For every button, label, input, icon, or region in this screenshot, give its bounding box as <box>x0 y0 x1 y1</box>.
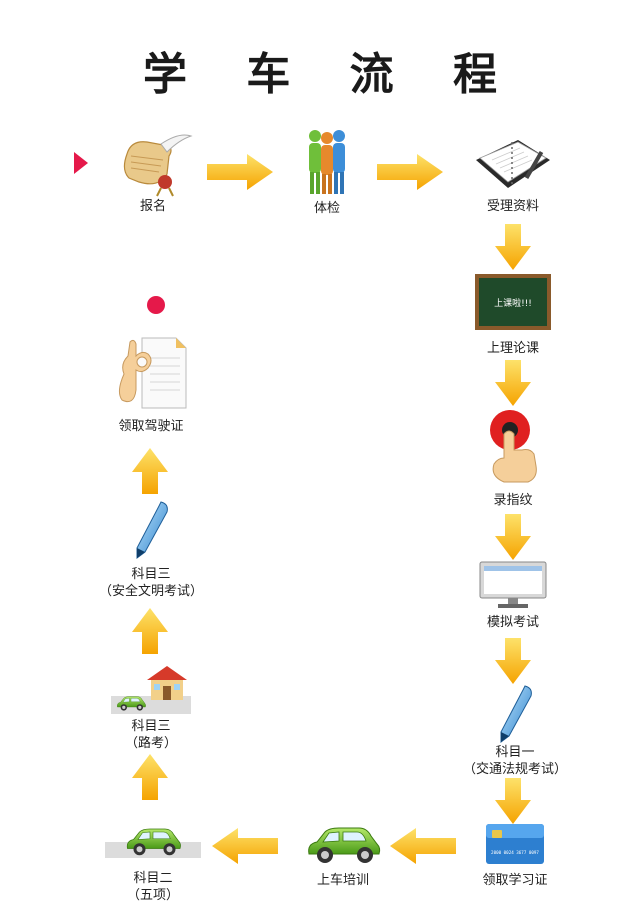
step-label-line2: （路考） <box>124 736 177 751</box>
step-mock-exam: 模拟考试 <box>448 560 578 631</box>
step-label: 报名 <box>139 199 166 214</box>
step-signup: 报名 <box>88 130 218 215</box>
car-icon <box>115 694 147 712</box>
car-icon <box>303 822 383 866</box>
step-driving-training: 上车培训 <box>278 822 408 889</box>
monitor-icon <box>479 561 547 608</box>
step-label-line2: （五项） <box>126 888 179 903</box>
step-label-line2: （交通法规考试） <box>462 762 567 777</box>
step-label: 领取学习证 <box>482 873 548 888</box>
arrow-down <box>493 512 533 562</box>
finger-press-icon <box>490 410 537 483</box>
arrow-right <box>375 152 445 192</box>
step-fingerprint: 录指纹 <box>448 408 578 509</box>
people-icon <box>309 130 345 194</box>
step-subject2: 科目二 （五项） <box>88 822 218 904</box>
blackboard-text: 上课啦!!! <box>494 297 532 309</box>
card-icon: 2000 0024 3677 0097 <box>486 824 544 864</box>
step-label: 受理资料 <box>486 199 539 214</box>
step-subject3-safety: 科目三 （安全文明考试） <box>86 500 216 600</box>
page-title: 学 车 流 程 <box>143 49 519 100</box>
step-label: 录指纹 <box>493 493 533 508</box>
step-label-line1: 科目三 <box>131 567 171 582</box>
arrow-up <box>130 446 170 496</box>
start-marker <box>74 152 88 174</box>
step-label: 上理论课 <box>486 341 539 356</box>
end-marker <box>147 296 165 314</box>
step-label: 领取驾驶证 <box>118 419 184 434</box>
step-label: 上车培训 <box>316 873 369 888</box>
ok-hand-document-icon <box>118 337 187 409</box>
arrow-down <box>493 636 533 686</box>
step-label: 体检 <box>313 201 340 216</box>
house-icon <box>147 666 187 700</box>
car-icon <box>123 824 183 858</box>
pen-icon <box>131 500 171 560</box>
arrow-down <box>493 222 533 272</box>
step-physical: 体检 <box>262 128 392 217</box>
step-accept: 受理资料 <box>448 130 578 215</box>
step-label-line1: 科目三 <box>131 719 171 734</box>
step-subject1: 科目一 （交通法规考试） <box>450 684 580 778</box>
arrow-down <box>493 776 533 826</box>
pen-icon <box>495 684 535 744</box>
step-label-line1: 科目二 <box>133 871 173 886</box>
card-number: 2000 0024 3677 0097 <box>491 850 539 855</box>
notebook-icon <box>476 140 550 188</box>
arrow-down <box>493 358 533 408</box>
arrow-up <box>130 752 170 802</box>
blackboard-icon: 上课啦!!! <box>475 274 551 330</box>
step-label: 模拟考试 <box>486 615 539 630</box>
step-label-line1: 科目一 <box>495 745 535 760</box>
arrow-left <box>210 826 280 866</box>
scroll-quill-icon <box>123 134 193 197</box>
step-study-permit: 2000 0024 3677 0097 领取学习证 <box>450 822 580 889</box>
arrow-up <box>130 606 170 656</box>
step-get-license: 领取驾驶证 <box>86 334 216 435</box>
step-label-line2: （安全文明考试） <box>98 584 203 599</box>
step-subject3-road: 科目三 （路考） <box>86 664 216 752</box>
step-theory-class: 上课啦!!! 上理论课 <box>448 272 578 357</box>
